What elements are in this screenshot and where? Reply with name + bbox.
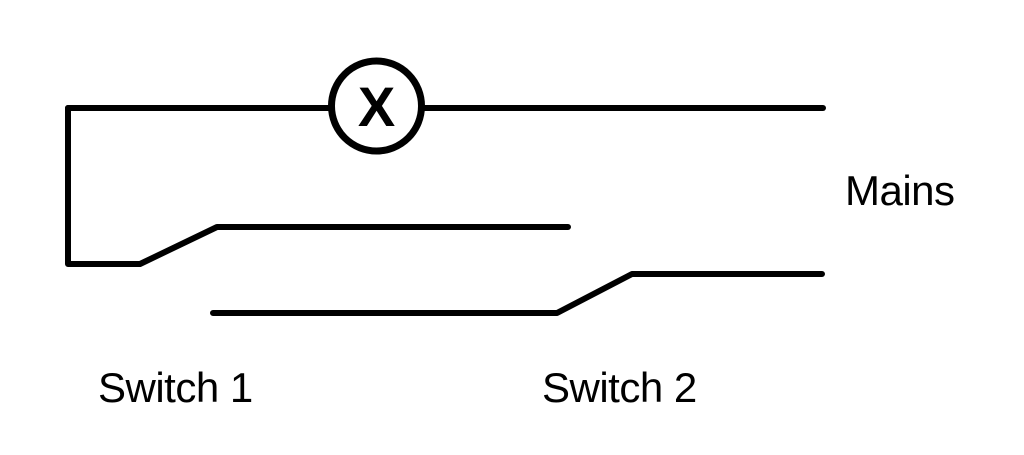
switch2-traveler-and-blade-wire bbox=[210, 271, 825, 316]
switch1-label: Switch 1 bbox=[98, 364, 253, 411]
switch1-feed-and-blade-wire bbox=[65, 105, 571, 267]
switch2-label: Switch 2 bbox=[542, 364, 697, 411]
lamp-symbol-letter: X bbox=[358, 75, 395, 138]
lamp-circle-icon bbox=[328, 57, 425, 155]
mains-label: Mains bbox=[845, 167, 955, 214]
